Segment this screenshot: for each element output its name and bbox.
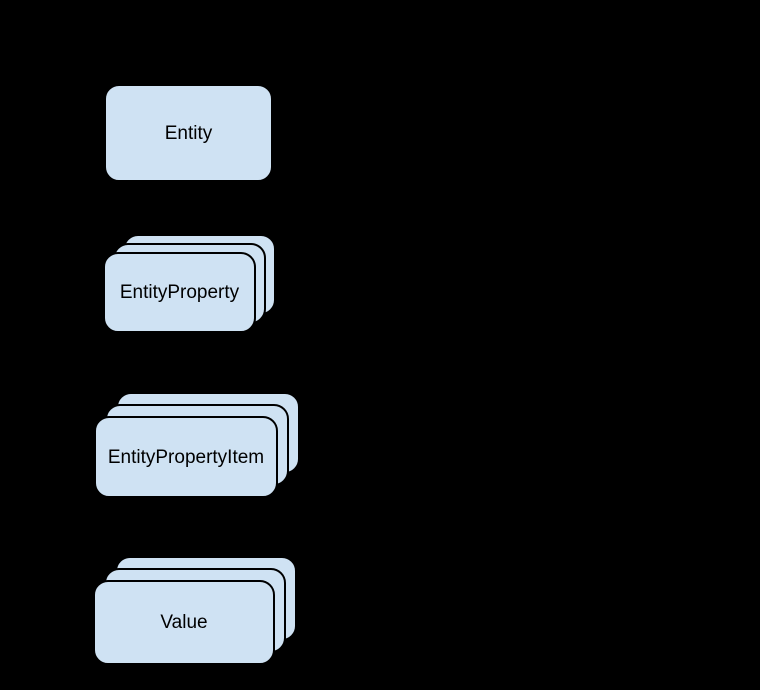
node-entity-property-label: EntityProperty	[119, 282, 240, 303]
node-entity-property-item-box: EntityPropertyItem	[94, 416, 278, 498]
node-value: Value	[93, 556, 297, 665]
node-entity-label: Entity	[164, 122, 213, 144]
node-entity-property-box: EntityProperty	[103, 252, 256, 333]
node-entity-box: Entity	[104, 84, 273, 182]
node-value-box: Value	[93, 580, 275, 665]
node-entity-property: EntityProperty	[103, 234, 276, 333]
node-value-label: Value	[160, 612, 208, 633]
node-entity-property-item: EntityPropertyItem	[94, 392, 300, 498]
node-entity-property-item-label: EntityPropertyItem	[107, 446, 265, 468]
node-entity: Entity	[104, 84, 273, 182]
